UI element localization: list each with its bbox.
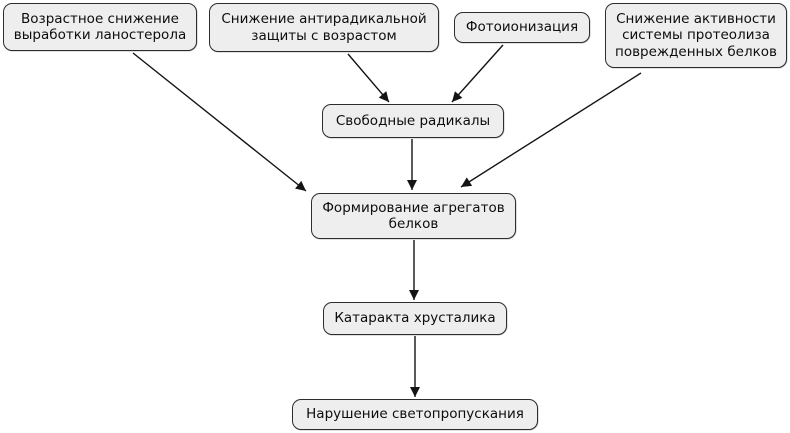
node-proteolysis-activity-decline-label: Снижение активности системы протеолиза п… (615, 11, 777, 60)
node-antiradical-protection-decline: Снижение антирадикальной защиты с возрас… (209, 3, 439, 52)
node-antiradical-protection-decline-label: Снижение антирадикальной защиты с возрас… (221, 11, 427, 44)
node-photoionization-label: Фотоионизация (465, 19, 579, 36)
node-lens-cataract: Катаракта хрусталика (323, 302, 507, 335)
arrow-antiradical-to-free-radicals (347, 53, 390, 103)
node-protein-aggregates: Формирование агрегатов белков (311, 193, 516, 239)
node-lanosterol-decline: Возрастное снижение выработки ланостерол… (3, 3, 197, 51)
node-free-radicals-label: Свободные радикалы (335, 112, 491, 129)
arrow-photoionization-to-free-radicals (451, 44, 504, 103)
arrow-lanosterol-to-aggregates (132, 52, 307, 192)
node-lens-cataract-label: Катаракта хрусталика (334, 310, 496, 327)
node-free-radicals: Свободные радикалы (322, 104, 504, 138)
node-light-transmission-impairment-label: Нарушение светопропускания (306, 406, 524, 423)
node-protein-aggregates-label: Формирование агрегатов белков (322, 199, 505, 232)
node-proteolysis-activity-decline: Снижение активности системы протеолиза п… (605, 3, 787, 68)
node-light-transmission-impairment: Нарушение светопропускания (292, 399, 538, 430)
node-photoionization: Фотоионизация (454, 12, 590, 43)
node-lanosterol-decline-label: Возрастное снижение выработки ланостерол… (13, 10, 187, 43)
